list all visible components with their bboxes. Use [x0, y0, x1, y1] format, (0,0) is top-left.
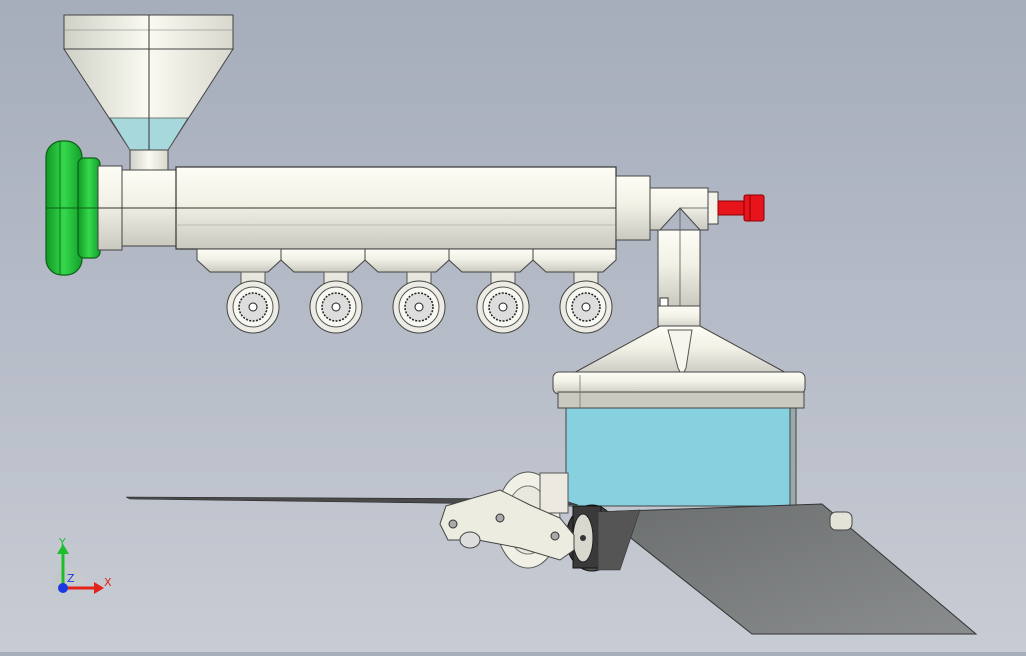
roller-support-arm [439, 489, 575, 561]
z-axis-dot [58, 583, 68, 593]
extruder-barrel [97, 165, 651, 251]
x-axis-label: X [104, 576, 112, 589]
cooling-fan [559, 271, 613, 334]
motor-coupling [45, 140, 101, 276]
coordinate-triad: Y X Z [52, 536, 112, 594]
pressure-fitting-red [717, 194, 765, 222]
z-axis-label: Z [67, 572, 75, 585]
cooling-fan [226, 271, 280, 334]
cooling-fan [476, 271, 530, 334]
heater-zones [196, 248, 617, 273]
cooling-fan [392, 271, 446, 334]
cooling-fan [309, 271, 363, 334]
y-axis-label: Y [58, 536, 66, 549]
take-off-sheet [596, 503, 978, 635]
adapter-elbow [649, 187, 719, 309]
die-manifold-tank [565, 407, 797, 507]
feed-hopper [63, 14, 234, 178]
sheet-die [552, 305, 806, 409]
